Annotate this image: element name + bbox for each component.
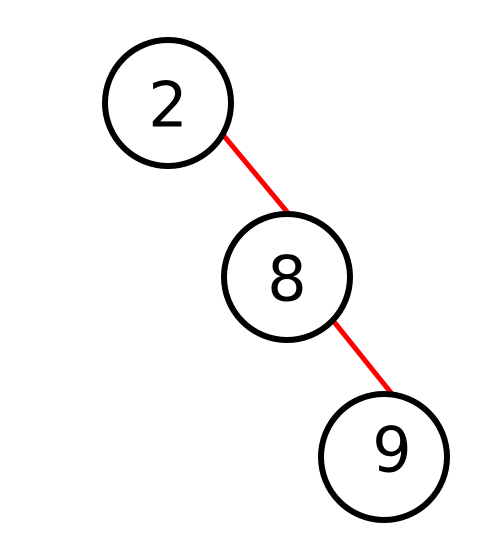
node-2-circle	[102, 37, 234, 169]
node-8-circle	[221, 211, 353, 343]
node-8-label: 8	[267, 243, 306, 316]
node-9: 9	[318, 391, 450, 523]
edges-layer	[221, 133, 399, 402]
edge-8-to-9	[332, 320, 399, 402]
node-9-circle	[318, 391, 450, 523]
nodes-layer: 2 8 9	[102, 37, 450, 523]
node-9-label: 9	[372, 414, 411, 487]
edge-2-to-8	[221, 133, 291, 216]
node-2-label: 2	[148, 69, 187, 142]
node-2: 2	[102, 37, 234, 169]
node-8: 8	[221, 211, 353, 343]
